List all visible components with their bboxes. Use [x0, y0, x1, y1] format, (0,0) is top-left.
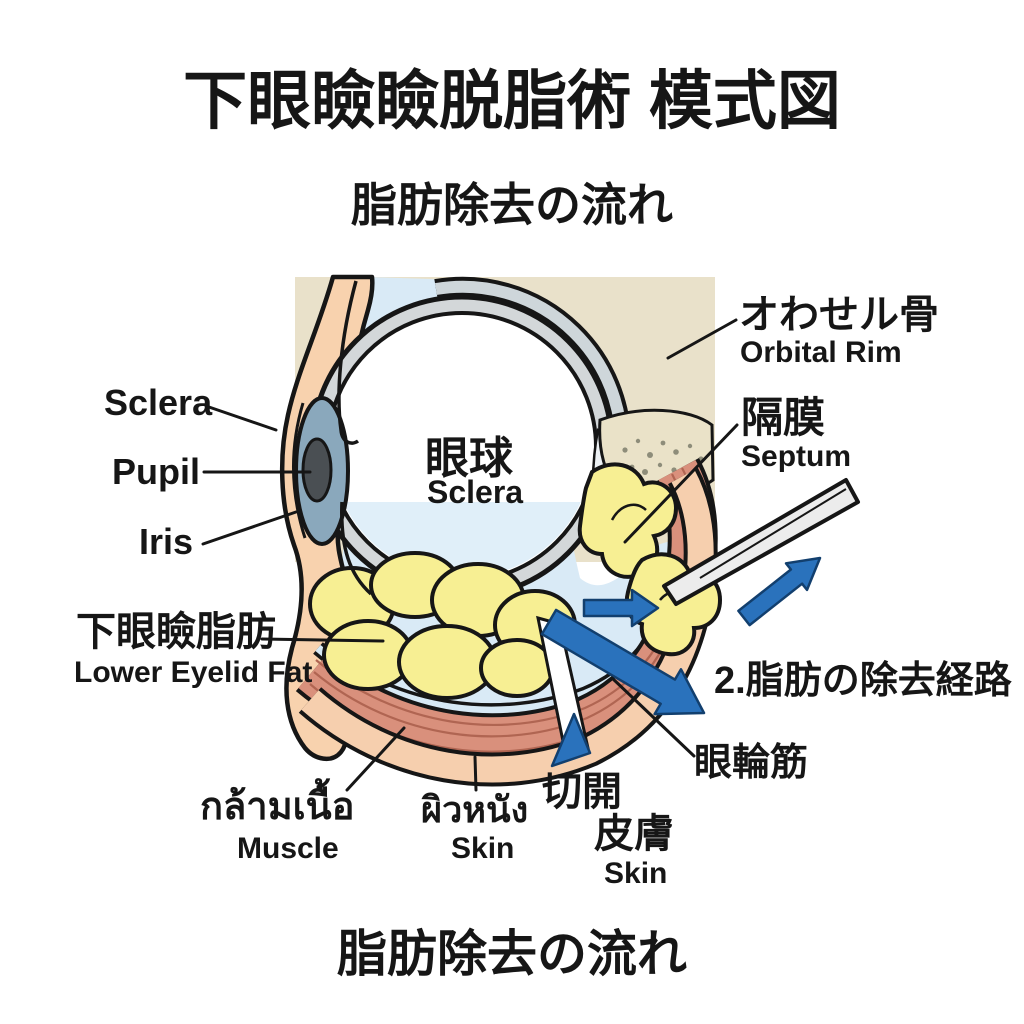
arrow-incision-icon — [550, 712, 592, 768]
leader-septum — [623, 423, 739, 544]
label-skin-jp: 皮膚 — [594, 812, 674, 856]
leader-sclera — [204, 404, 278, 432]
leader-lower-fat — [260, 637, 385, 643]
upper-lid-margin-line — [337, 280, 360, 445]
lower-lid-layers-shape — [295, 458, 718, 787]
label-fat-removal-path: 2.脂肪の除去経路 — [714, 660, 1012, 702]
label-lower-eyelid-fat-jp: 下眼瞼脂肪 — [76, 610, 276, 654]
leader-skin — [473, 755, 478, 792]
arrow-removal-path-icon — [540, 608, 706, 716]
footer-title: 脂肪除去の流れ — [337, 926, 687, 982]
leader-orbital-rim — [666, 318, 738, 360]
pupil-shape — [301, 437, 333, 503]
leader-iris — [201, 510, 298, 546]
leader-muscle — [345, 726, 406, 792]
label-skin-jp-en: Skin — [604, 857, 668, 890]
page-subtitle: 脂肪除去の流れ — [351, 179, 673, 231]
cornea-line — [292, 402, 307, 539]
arrow-fat-pull-icon — [582, 588, 660, 628]
label-skin-en: Skin — [451, 832, 515, 865]
label-orbicularis: 眼輪筋 — [694, 742, 809, 784]
surgical-tool-icon — [662, 478, 860, 606]
eyeball-shape — [309, 294, 615, 600]
label-septum-jp: 隔膜 — [741, 394, 826, 441]
label-skin-th: ผิวหนัง — [421, 789, 529, 830]
label-lower-eyelid-fat-en: Lower Eyelid Fat — [74, 656, 313, 689]
page-title: 下眼瞼瞼脱脂術 模式図 — [183, 65, 841, 137]
label-eyeball-jp: 眼球 — [425, 434, 513, 483]
arrow-removal-up-icon — [737, 556, 822, 627]
label-orbital-rim-jp: オわせル骨 — [739, 293, 939, 337]
label-eyeball-en: Sclera — [427, 474, 524, 510]
label-septum-en: Septum — [741, 440, 852, 473]
label-muscle-en: Muscle — [237, 832, 339, 865]
label-iris: Iris — [139, 521, 194, 562]
label-muscle-th: กล้ามเนื้อ — [200, 786, 355, 828]
label-orbital-rim-en: Orbital Rim — [740, 336, 902, 369]
skin-layer-shape — [298, 467, 718, 787]
lower-eyelid-fat-shape — [308, 551, 577, 700]
label-sclera: Sclera — [104, 382, 213, 423]
lower-lid-margin-line — [340, 501, 373, 596]
leader-lines — [201, 318, 739, 792]
label-pupil: Pupil — [112, 451, 200, 492]
label-incision: 切開 — [542, 770, 622, 814]
leader-orbicularis — [610, 676, 696, 758]
